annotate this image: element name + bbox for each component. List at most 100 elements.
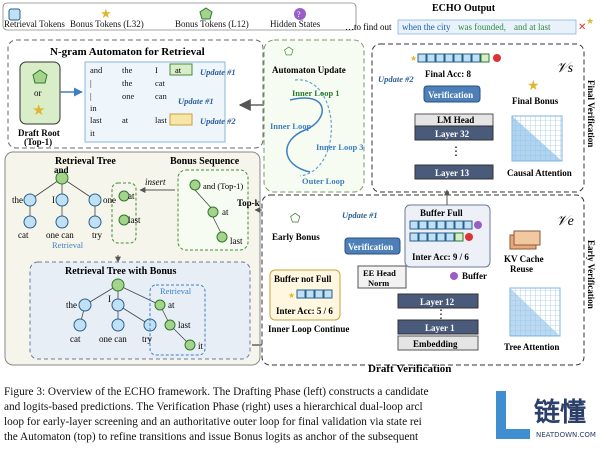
svg-text:⋮: ⋮ — [435, 307, 447, 321]
svg-text:and (Top-1): and (Top-1) — [203, 181, 243, 191]
retrieval-tree-title: Retrieval Tree — [55, 156, 116, 167]
svg-text:Inner Loop Continue: Inner Loop Continue — [268, 324, 349, 334]
svg-text:Inter Acc: 9 / 6: Inter Acc: 9 / 6 — [412, 252, 469, 262]
svg-text:at: at — [175, 65, 182, 75]
svg-text:one: one — [122, 91, 135, 101]
svg-text:the: the — [12, 195, 23, 205]
svg-text:Layer 13: Layer 13 — [435, 168, 470, 178]
echo-star-icon: ★ — [586, 16, 594, 26]
svg-text:EE Head: EE Head — [363, 268, 396, 278]
svg-text:Causal Attention: Causal Attention — [507, 168, 572, 178]
svg-text:last: last — [90, 115, 102, 125]
svg-text:Embedding: Embedding — [413, 339, 458, 349]
svg-text:and: and — [54, 165, 69, 175]
svg-text:one can: one can — [46, 230, 74, 240]
svg-text:Layer 12: Layer 12 — [420, 297, 455, 307]
automaton-loop: ⬠ Automaton Update Inner Loop 1 Inner Lo… — [263, 39, 365, 193]
svg-text:Inner Loop: Inner Loop — [270, 121, 311, 131]
svg-text:Draft Verification: Draft Verification — [368, 363, 451, 375]
svg-text:Retrieval: Retrieval — [160, 286, 192, 296]
svg-text:?: ? — [297, 10, 301, 19]
bonus-l12-pentagon-icon — [199, 7, 213, 20]
svg-text:it: it — [90, 128, 95, 138]
echo-phrase-3: and at last — [514, 22, 551, 32]
caption-line-4: the Automaton (top) to refine transition… — [4, 431, 419, 443]
svg-text:Inner Loop 1: Inner Loop 1 — [292, 88, 340, 98]
caption-line-3: loop for early-layer screening and an au… — [4, 416, 422, 428]
svg-text:I: I — [52, 195, 55, 205]
svg-text:at: at — [122, 115, 129, 125]
root-star-icon: ★ — [32, 103, 45, 119]
svg-text:|: | — [90, 78, 92, 88]
svg-text:KV Cache: KV Cache — [504, 254, 544, 264]
hidden-state-icon — [294, 8, 306, 20]
svg-text:Draft Root: Draft Root — [18, 128, 60, 138]
svg-text:try: try — [92, 230, 102, 240]
svg-text:Layer 1: Layer 1 — [425, 323, 455, 333]
svg-text:can: can — [155, 91, 168, 101]
legend-bonus-l32: Bonus Tokens (L32) — [70, 19, 144, 29]
bonus-l32-star-icon: ★ — [100, 6, 112, 21]
svg-text:Buffer not Full: Buffer not Full — [274, 274, 332, 284]
caption-line-2: and logits-based predictions. The Verifi… — [4, 401, 423, 413]
svg-text:Inner Loop 3: Inner Loop 3 — [316, 142, 364, 152]
echo-phrase-2: was founded, — [458, 22, 506, 32]
svg-text:and: and — [90, 65, 103, 75]
svg-text:it: it — [198, 341, 204, 351]
svg-text:𝒱s: 𝒱s — [556, 61, 574, 76]
causal-attention-grid — [511, 115, 563, 162]
svg-text:𝒱e: 𝒱e — [556, 214, 574, 229]
svg-text:Outer Loop: Outer Loop — [302, 176, 345, 186]
svg-text:★: ★ — [410, 54, 417, 63]
svg-text:Update #1: Update #1 — [200, 67, 236, 77]
svg-text:Final Acc: 8: Final Acc: 8 — [425, 69, 471, 79]
svg-text:one: one — [103, 195, 116, 205]
svg-text:LM Head: LM Head — [437, 115, 474, 125]
echo-output: ECHO Output …to find out when the city w… — [345, 3, 594, 35]
svg-text:or: or — [34, 88, 42, 98]
svg-text:Retrieval: Retrieval — [52, 240, 84, 250]
root-pentagon-icon — [32, 69, 48, 84]
svg-text:try: try — [142, 334, 152, 344]
legend-bonus-l12: Bonus Tokens (L12) — [175, 19, 249, 29]
svg-text:last: last — [128, 215, 141, 225]
svg-text:Retrieval Tree with Bonus: Retrieval Tree with Bonus — [65, 266, 176, 277]
svg-text:Early Verification: Early Verification — [586, 240, 596, 309]
svg-text:⋮: ⋮ — [450, 144, 462, 158]
legend-hidden: Hidden States — [270, 19, 321, 29]
svg-text:insert: insert — [145, 177, 166, 187]
svg-text:NEATDOWN.COM: NEATDOWN.COM — [536, 431, 596, 439]
final-bonus-star-icon: ★ — [527, 79, 540, 94]
echo-phrase-1: when the city — [402, 22, 451, 32]
svg-text:at: at — [168, 300, 175, 310]
svg-text:Early Bonus: Early Bonus — [272, 232, 320, 242]
legend: Retrieval Tokens ★ Bonus Tokens (L32) Bo… — [2, 2, 357, 31]
svg-text:Final Bonus: Final Bonus — [512, 96, 559, 106]
svg-text:the: the — [66, 300, 77, 310]
echo-output-title: ECHO Output — [432, 3, 496, 14]
svg-text:Buffer Full: Buffer Full — [420, 208, 463, 218]
svg-text:Buffer: Buffer — [462, 271, 487, 281]
svg-text:last: last — [230, 236, 243, 246]
svg-text:Tree Attention: Tree Attention — [504, 342, 559, 352]
svg-text:cat: cat — [18, 230, 29, 240]
svg-text:|: | — [90, 91, 92, 101]
svg-text:the: the — [122, 65, 133, 75]
svg-text:Inter Acc: 5 / 6: Inter Acc: 5 / 6 — [276, 306, 333, 316]
ngram-panel: N-gram Automaton for Retrieval or ★ Draf… — [7, 39, 264, 149]
svg-text:Update #1: Update #1 — [342, 210, 378, 220]
svg-text:the: the — [122, 78, 133, 88]
reject-icon: ✕ — [578, 22, 586, 33]
svg-text:I: I — [155, 65, 158, 75]
svg-text:Automaton Update: Automaton Update — [272, 65, 346, 75]
svg-text:cat: cat — [155, 78, 166, 88]
early-bonus-pentagon-icon: ⬠ — [290, 211, 301, 225]
svg-text:last: last — [155, 115, 167, 125]
svg-text:Verification: Verification — [428, 90, 473, 100]
svg-text:★: ★ — [288, 291, 295, 300]
svg-text:Update #2: Update #2 — [200, 116, 236, 126]
svg-text:Reuse: Reuse — [510, 264, 533, 274]
neatdown-watermark-logo: 链懂 NEATDOWN.COM — [496, 391, 596, 439]
svg-text:Layer 32: Layer 32 — [435, 129, 470, 139]
final-verification-panel: 𝒱s Final Verification ★ Final Acc: 8 Ver… — [371, 43, 596, 193]
